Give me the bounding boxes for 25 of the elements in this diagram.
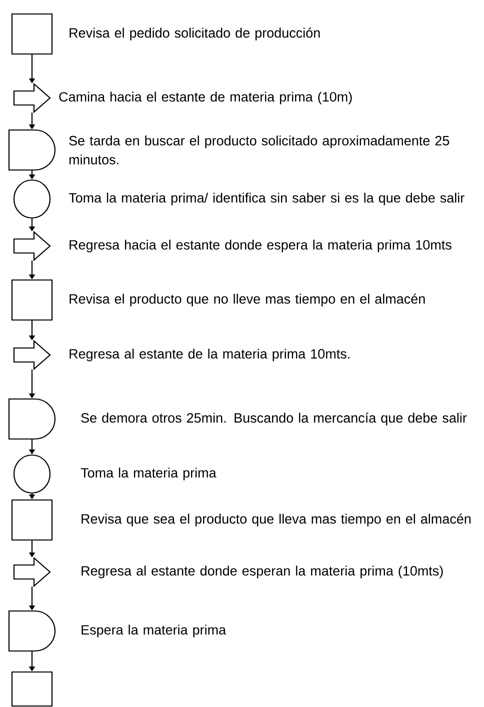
transport-symbol <box>13 340 51 370</box>
step-description: Regresa al estante donde esperan la materia prima (10mts) <box>82 566 443 578</box>
transport-symbol <box>13 230 51 262</box>
inspection-box <box>11 279 53 321</box>
operation-circle <box>13 179 51 219</box>
inspection-box <box>11 13 53 55</box>
step-description: Toma la materia prima <box>80 468 216 480</box>
inspection-box <box>11 499 53 541</box>
step-description: Se tarda en buscar el producto solicitado aproximadamente 25 minutos. <box>69 136 450 164</box>
transport-symbol <box>13 82 51 114</box>
transport-symbol <box>13 556 51 588</box>
delay-shape <box>8 129 56 171</box>
operation-circle <box>13 454 51 494</box>
step-description: Revisa que sea el producto que lleva mas tiempo en el almacén <box>82 514 471 526</box>
step-description: Toma la materia prima/ identifica sin saber si es la que debe salir <box>68 192 464 206</box>
delay-shape <box>8 610 56 652</box>
step-description: Revisa el producto que no lleve mas tiempo en el almacén <box>70 294 425 306</box>
step-description: Regresa hacia el estante donde espera la materia prima 10mts <box>70 240 452 252</box>
step-description: Regresa al estante de la materia prima 10mts. <box>70 348 350 362</box>
step-description: Se demora otros 25min. Buscando la mercancía que debe salir <box>81 412 467 426</box>
delay-shape <box>8 398 56 440</box>
step-description: Camina hacia el estante de materia prima (10m) <box>59 92 352 104</box>
inspection-box <box>11 671 53 707</box>
step-description: Revisa el pedido solicitado de producción <box>70 28 320 40</box>
step-description: Espera la materia prima <box>82 624 226 638</box>
